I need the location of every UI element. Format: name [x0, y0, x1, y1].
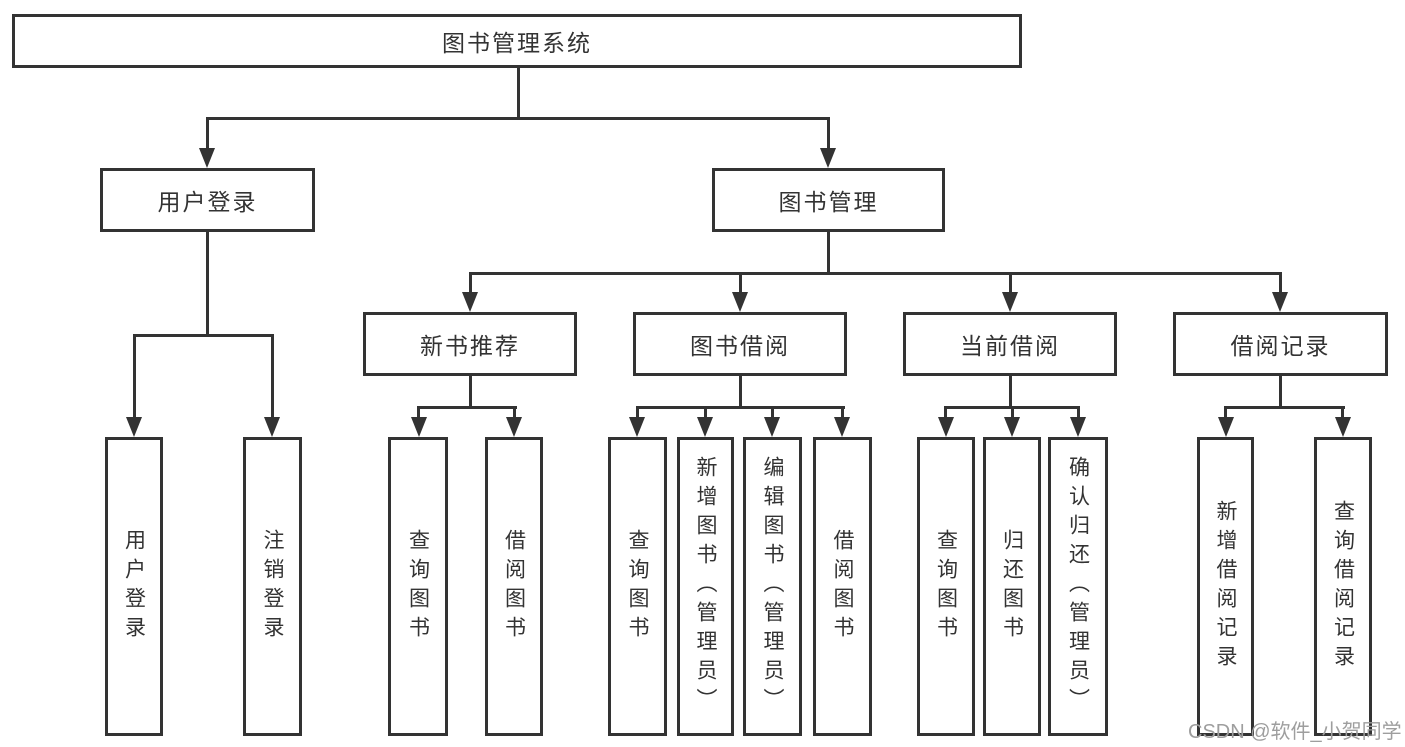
connector-line — [517, 66, 520, 118]
connector-line — [1009, 374, 1012, 409]
connector-line — [1077, 406, 1080, 419]
arrowhead-down-icon — [199, 148, 215, 168]
arrowhead-down-icon — [732, 292, 748, 312]
arrowhead-down-icon — [462, 292, 478, 312]
connector-line — [771, 406, 774, 419]
arrowhead-down-icon — [1335, 417, 1351, 437]
leaf-edit-book-admin: 编辑图书（管理员） — [743, 437, 802, 736]
leaf-return-book: 归还图书 — [983, 437, 1041, 736]
node-borrowing-records: 借阅记录 — [1173, 312, 1388, 376]
arrowhead-down-icon — [1002, 292, 1018, 312]
connector-line — [206, 117, 209, 152]
leaf-add-borrow-record: 新增借阅记录 — [1197, 437, 1254, 736]
arrowhead-down-icon — [1272, 292, 1288, 312]
connector-line — [417, 406, 420, 419]
node-book-management: 图书管理 — [712, 168, 945, 232]
leaf-label: 查询图书 — [626, 528, 649, 645]
leaf-label: 确认归还（管理员） — [1066, 456, 1090, 717]
connector-line — [1279, 272, 1282, 296]
connector-line — [1279, 374, 1282, 409]
leaf-query-books-3: 查询图书 — [917, 437, 975, 736]
leaf-label: 查询图书 — [934, 528, 958, 645]
leaf-label: 借阅图书 — [831, 528, 854, 645]
connector-line — [636, 406, 639, 419]
leaf-user-login: 用户登录 — [105, 437, 163, 736]
arrowhead-down-icon — [506, 417, 522, 437]
leaf-label: 新增图书（管理员） — [694, 456, 717, 717]
leaf-confirm-return-admin: 确认归还（管理员） — [1048, 437, 1108, 736]
watermark: CSDN @软件_小贺同学 — [1188, 721, 1402, 743]
connector-line — [636, 406, 845, 409]
connector-line — [704, 406, 707, 419]
leaf-query-books-2: 查询图书 — [608, 437, 667, 736]
arrowhead-down-icon — [126, 417, 142, 437]
arrowhead-down-icon — [697, 417, 713, 437]
leaf-borrow-books-1: 借阅图书 — [485, 437, 543, 736]
arrowhead-down-icon — [629, 417, 645, 437]
connector-line — [1011, 406, 1014, 419]
arrowhead-down-icon — [411, 417, 427, 437]
arrowhead-down-icon — [1070, 417, 1086, 437]
node-label: 新书推荐 — [420, 333, 520, 359]
arrowhead-down-icon — [264, 417, 280, 437]
connector-line — [1341, 406, 1344, 419]
connector-line — [469, 272, 472, 296]
arrowhead-down-icon — [764, 417, 780, 437]
connector-line — [1224, 406, 1227, 419]
connector-line — [1009, 272, 1012, 296]
connector-line — [469, 374, 472, 409]
connector-line — [417, 406, 517, 409]
arrowhead-down-icon — [1218, 417, 1234, 437]
leaf-query-books-1: 查询图书 — [388, 437, 448, 736]
connector-line — [944, 406, 947, 419]
node-book-borrowing: 图书借阅 — [633, 312, 847, 376]
connector-line — [841, 406, 844, 419]
leaf-query-borrow-record: 查询借阅记录 — [1314, 437, 1372, 736]
leaf-label: 归还图书 — [1000, 528, 1024, 645]
leaf-label: 注销登录 — [261, 528, 284, 645]
node-label: 图书管理系统 — [442, 30, 592, 56]
leaf-label: 编辑图书（管理员） — [761, 456, 784, 717]
arrowhead-down-icon — [938, 417, 954, 437]
connector-line — [133, 334, 136, 419]
connector-line — [469, 272, 1282, 275]
arrowhead-down-icon — [834, 417, 850, 437]
connector-line — [206, 231, 209, 336]
connector-line — [827, 117, 830, 152]
connector-line — [206, 117, 830, 120]
leaf-label: 查询图书 — [406, 528, 430, 645]
connector-line — [271, 334, 274, 419]
node-label: 借阅记录 — [1230, 333, 1331, 359]
node-library-system: 图书管理系统 — [12, 14, 1022, 68]
connector-line — [133, 334, 274, 337]
leaf-borrow-books-2: 借阅图书 — [813, 437, 872, 736]
arrowhead-down-icon — [1004, 417, 1020, 437]
node-label: 图书管理 — [778, 189, 879, 215]
node-current-borrowing: 当前借阅 — [903, 312, 1117, 376]
leaf-add-book-admin: 新增图书（管理员） — [677, 437, 734, 736]
leaf-label: 查询借阅记录 — [1331, 499, 1355, 674]
node-label: 当前借阅 — [960, 333, 1060, 359]
leaf-label: 用户登录 — [122, 528, 146, 645]
connector-line — [513, 406, 516, 419]
connector-line — [739, 272, 742, 296]
connector-line — [827, 232, 830, 275]
node-user-login: 用户登录 — [100, 168, 315, 232]
node-new-book-recommend: 新书推荐 — [363, 312, 577, 376]
leaf-label: 新增借阅记录 — [1214, 499, 1237, 674]
connector-line — [1224, 406, 1345, 409]
connector-line — [739, 374, 742, 409]
node-label: 图书借阅 — [690, 333, 790, 359]
leaf-label: 借阅图书 — [502, 528, 526, 645]
node-label: 用户登录 — [157, 189, 258, 215]
arrowhead-down-icon — [820, 148, 836, 168]
leaf-logout: 注销登录 — [243, 437, 302, 736]
